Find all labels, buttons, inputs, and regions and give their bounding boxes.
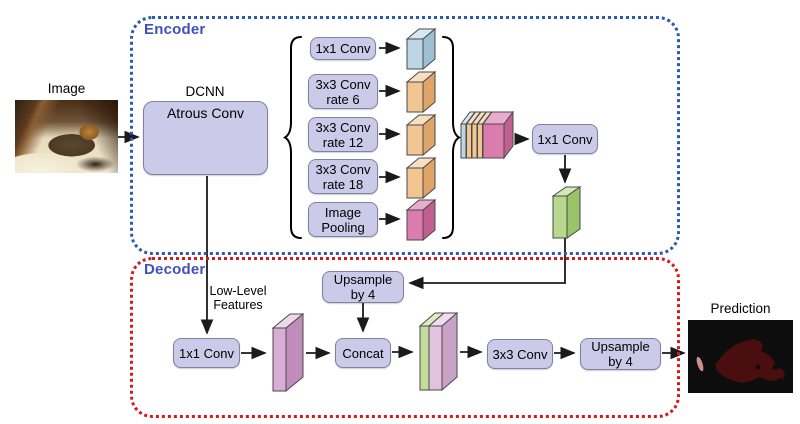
aspp-rate18-line2: rate 18 xyxy=(322,176,364,192)
aspp-rate18-node: 3x3 Conv rate 18 xyxy=(308,159,378,194)
aspp-rate6-line2: rate 6 xyxy=(326,91,360,107)
decoder-region xyxy=(130,257,680,418)
image-pooling-line1: Image xyxy=(324,204,362,220)
dcnn-label: DCNN xyxy=(185,84,225,99)
aspp-conv1x1-node: 1x1 Conv xyxy=(310,37,376,60)
aspp-conv1x1-text: 1x1 Conv xyxy=(315,41,371,56)
dcnn-node: Atrous Conv xyxy=(143,101,268,175)
cat-mask-shape xyxy=(715,339,781,383)
upsample-out-line1: Upsample xyxy=(591,339,650,354)
prediction-image xyxy=(688,320,793,393)
encoder-label: Encoder xyxy=(144,21,206,38)
decoder-conv3x3-node: 3x3 Conv xyxy=(487,339,553,369)
aspp-rate6-line1: 3x3 Conv xyxy=(315,76,371,92)
image-pooling-line2: Pooling xyxy=(321,219,365,235)
low-level-line2: Features xyxy=(213,298,263,312)
aspp-rate12-node: 3x3 Conv rate 12 xyxy=(308,117,378,152)
low-level-features-label: Low-Level Features xyxy=(206,284,270,312)
encoder-region xyxy=(130,16,680,255)
decoder-upsample-top-node: Upsample by 4 xyxy=(322,271,404,303)
encoder-conv1x1-node: 1x1 Conv xyxy=(532,124,598,154)
encoder-conv1x1-text: 1x1 Conv xyxy=(537,131,593,147)
decoder-conv1x1-node: 1x1 Conv xyxy=(173,338,240,368)
upsample-out-line2: by 4 xyxy=(608,354,633,369)
concat-text: Concat xyxy=(342,345,384,361)
upsample-top-line1: Upsample xyxy=(333,272,393,287)
cat-mask-tail xyxy=(773,368,785,379)
segmentation-mask xyxy=(696,339,785,383)
aspp-image-pooling-node: Image Pooling xyxy=(308,202,378,237)
aspp-rate18-line1: 3x3 Conv xyxy=(315,161,371,177)
aspp-rate12-line1: 3x3 Conv xyxy=(315,119,371,135)
atrous-conv-label: Atrous Conv xyxy=(166,105,245,121)
decoder-conv1x1-text: 1x1 Conv xyxy=(179,345,234,361)
low-level-line1: Low-Level xyxy=(209,284,267,298)
input-image-label: Image xyxy=(47,81,86,96)
aspp-rate6-node: 3x3 Conv rate 6 xyxy=(308,74,378,109)
decoder-label: Decoder xyxy=(144,261,206,278)
aspp-rate12-line2: rate 12 xyxy=(322,134,364,150)
mask-sliver xyxy=(696,356,704,372)
input-image xyxy=(15,100,118,173)
decoder-conv3x3-text: 3x3 Conv xyxy=(492,346,548,362)
upsample-top-line2: by 4 xyxy=(350,287,376,302)
decoder-concat-node: Concat xyxy=(335,338,391,368)
mask-hole xyxy=(755,364,761,370)
prediction-label: Prediction xyxy=(710,301,771,316)
decoder-upsample-out-node: Upsample by 4 xyxy=(580,338,661,370)
